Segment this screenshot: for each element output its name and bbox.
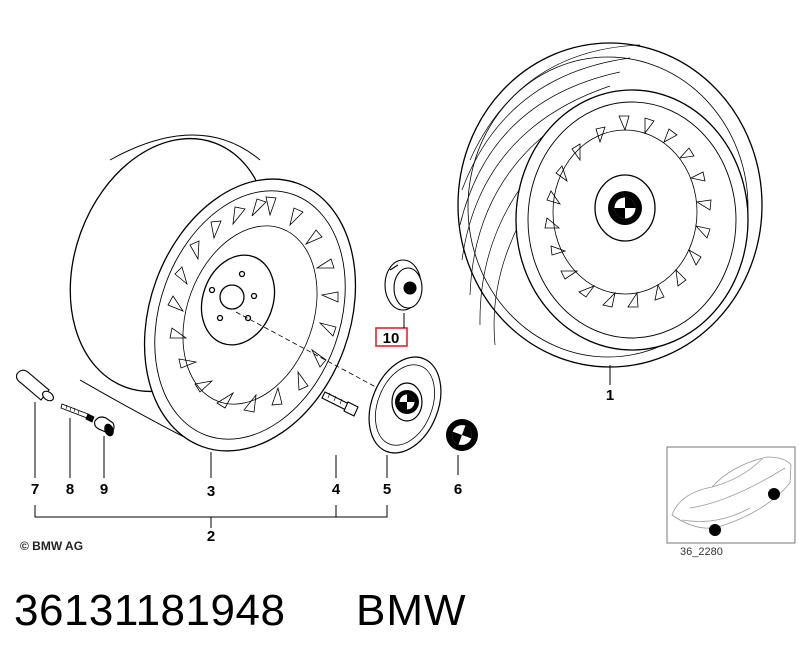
callout-3: 3: [207, 483, 215, 500]
diagram-reference-code: 36_2280: [680, 546, 723, 558]
copyright-notice: © BMW AG: [20, 539, 84, 553]
tyre-valve: [15, 369, 54, 402]
light-alloy-rim: [69, 134, 357, 452]
callout-7: 7: [31, 481, 39, 498]
callout-10: 10: [383, 330, 400, 347]
callout-8: 8: [66, 481, 74, 498]
emblem-badge: [441, 414, 483, 456]
hub-cover-emblem-logo: [395, 390, 419, 414]
valve-cap: [94, 416, 115, 437]
part-number: 36131181948: [14, 586, 286, 635]
callout-1: 1: [606, 387, 614, 404]
wheel-bolt: [321, 391, 359, 417]
brand-name: BMW: [356, 586, 467, 635]
callout-9: 9: [100, 481, 108, 498]
valve-core: [60, 403, 95, 423]
callout-5: 5: [383, 481, 391, 498]
callout-4: 4: [332, 481, 341, 498]
assembly-axis: [235, 311, 401, 401]
callout-6: 6: [454, 481, 462, 498]
callout-2: 2: [207, 528, 215, 545]
hub-cap-10: [384, 259, 423, 311]
group-bracket: [34, 505, 388, 518]
highlight-box-10: [375, 327, 408, 347]
wheel-emblem-logo: [608, 191, 642, 225]
vehicle-location-inset: [666, 446, 796, 544]
